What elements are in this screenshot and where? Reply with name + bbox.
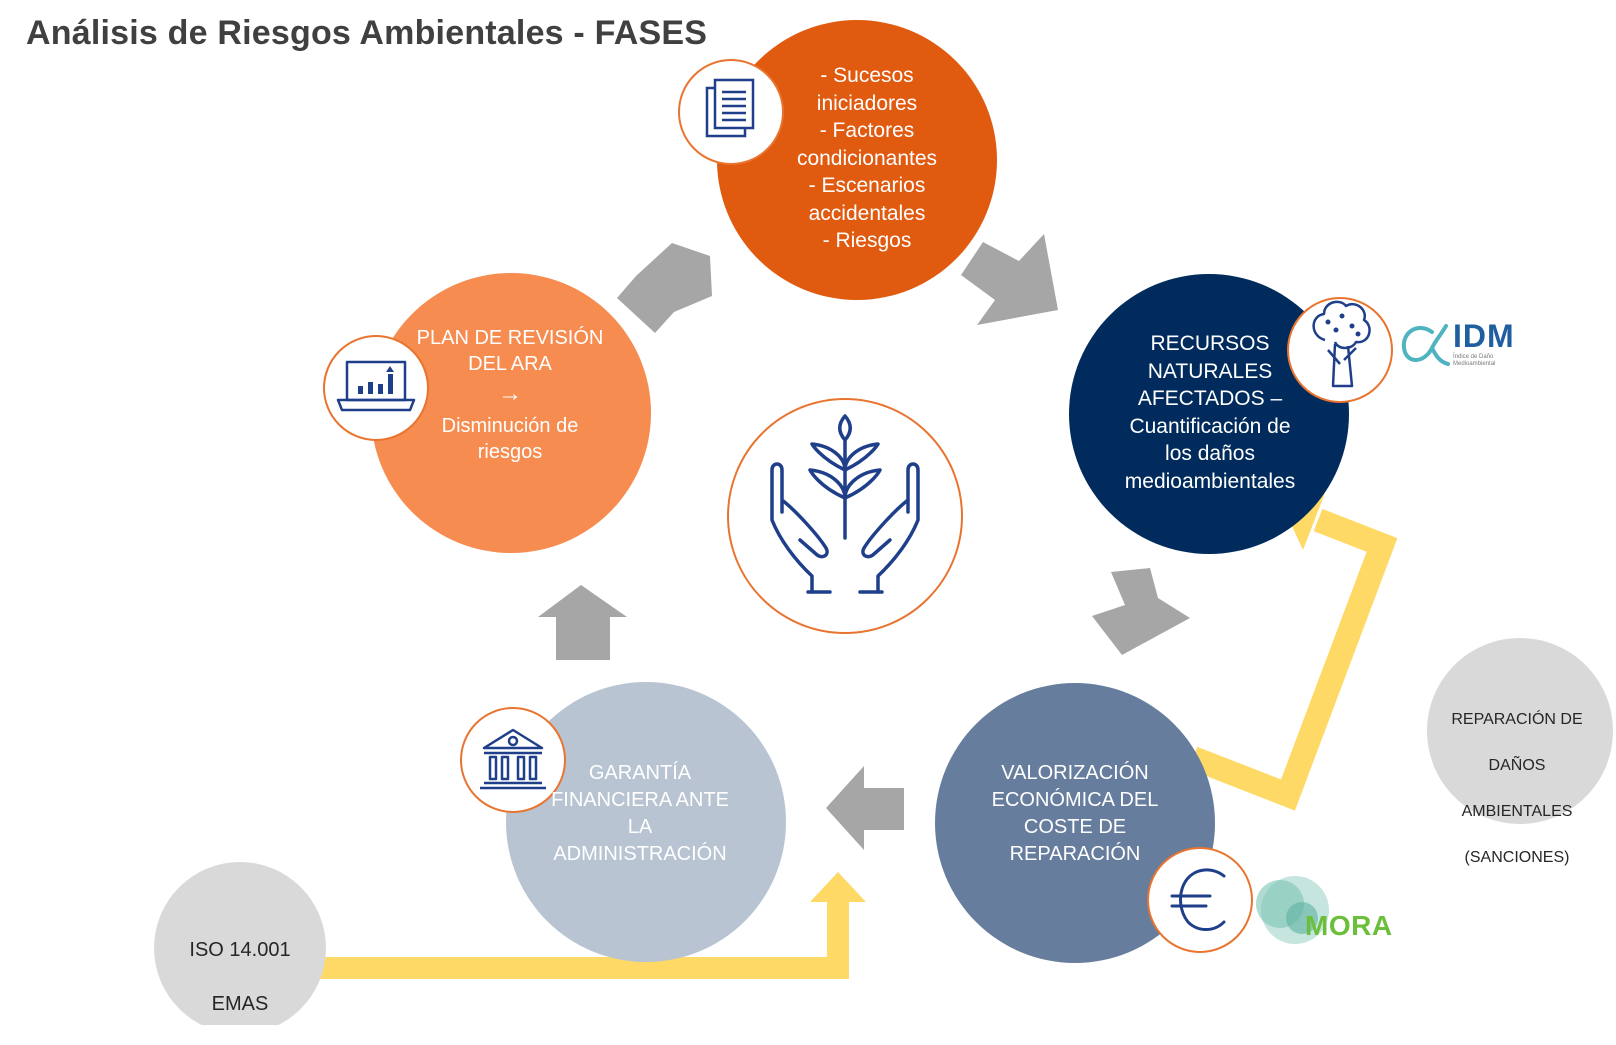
phase-right-line: medioambientales <box>1124 469 1296 493</box>
phase-circle-left <box>371 273 651 553</box>
phase-top-line: condicionantes <box>796 146 938 170</box>
iso-note-line: ISO 14.001 <box>189 939 291 961</box>
idm-logo-text: IDM <box>1453 318 1515 354</box>
phase-right-line: RECURSOS <box>1150 332 1270 355</box>
phase-right-line: NATURALES <box>1147 359 1273 383</box>
phase-left-sub: Disminución de <box>441 415 579 437</box>
grey-arrow-right-down <box>1092 568 1190 655</box>
grey-arrow-top-left <box>617 243 712 333</box>
page-title: Análisis de Riesgos Ambientales - FASES <box>26 14 708 52</box>
phase-bottom-right-line: VALORIZACIÓN <box>1001 762 1149 784</box>
phase-circle-bottom-left <box>506 682 786 962</box>
phase-right-line: Cuantificación de <box>1129 414 1291 438</box>
phase-right-line: los daños <box>1165 442 1255 465</box>
iso-note-line: EMAS <box>211 993 269 1015</box>
phase-bottom-right-text: VALORIZACIÓN ECONÓMICA DEL COSTE DE REPA… <box>960 760 1190 868</box>
phase-bottom-left-line: FINANCIERA ANTE <box>551 789 729 811</box>
reparacion-circle <box>1427 638 1613 824</box>
reparacion-note-line: (SANCIONES) <box>1464 849 1570 866</box>
phase-top-text: - Sucesos iniciadores - Factores condici… <box>752 62 982 255</box>
phase-top-line: - Riesgos <box>822 229 912 252</box>
idm-logo-subtitle-line: Índice de Daño <box>1453 354 1494 360</box>
phase-bottom-right-line: COSTE DE <box>1023 816 1127 838</box>
phase-left-sub: riesgos <box>477 441 543 463</box>
reparacion-note-line: AMBIENTALES <box>1461 803 1573 820</box>
yellow-arrow-iso <box>300 872 866 979</box>
phase-circle-right <box>1069 274 1349 554</box>
grey-arrow-bottom <box>826 766 904 850</box>
grey-arrow-left-up <box>538 585 627 660</box>
phase-bottom-left-line: ADMINISTRACIÓN <box>553 843 727 865</box>
phase-top-line: accidentales <box>808 201 926 225</box>
phase-bottom-left-line: LA <box>627 816 653 838</box>
bank-icon <box>460 707 566 813</box>
phase-top-line: - Sucesos <box>820 64 914 87</box>
phase-left-heading: DEL ARA <box>468 353 552 375</box>
phase-left-text: PLAN DE REVISIÓN DEL ARA → Disminución d… <box>400 325 620 465</box>
idm-logo-symbol <box>1401 324 1450 366</box>
phase-top-line: iniciadores <box>816 91 918 115</box>
euro-icon <box>1147 847 1253 953</box>
reparacion-note-line: DAÑOS <box>1488 757 1546 774</box>
reparacion-note-line: REPARACIÓN DE <box>1451 711 1583 728</box>
iso-note: ISO 14.001 EMAS <box>155 910 325 1045</box>
idm-logo-subtitle: Índice de Daño Medioambiental <box>1453 354 1495 368</box>
phase-top-line: - Factores <box>819 119 915 142</box>
iso-circle <box>154 862 326 1025</box>
grey-arrow-top-right <box>961 234 1058 325</box>
document-icon <box>678 59 784 165</box>
phase-right-line: AFECTADOS – <box>1137 387 1283 410</box>
mora-logo-symbol <box>1256 876 1329 944</box>
phase-right-text: RECURSOS NATURALES AFECTADOS – Cuantific… <box>1095 330 1325 495</box>
phase-circle-top <box>717 20 997 300</box>
phase-bottom-left-line: GARANTÍA <box>588 762 692 784</box>
tree-icon <box>1287 297 1393 403</box>
right-arrow-icon: → <box>498 380 522 407</box>
phase-bottom-right-line: REPARACIÓN <box>1009 843 1141 865</box>
reparacion-note: REPARACIÓN DE DAÑOS AMBIENTALES (SANCION… <box>1432 685 1602 892</box>
mora-logo-text: MORA <box>1305 910 1393 941</box>
phase-bottom-right-line: ECONÓMICA DEL <box>991 789 1159 811</box>
phase-circle-bottom-right <box>935 683 1215 963</box>
phase-top-line: - Escenarios <box>808 174 926 197</box>
phase-bottom-left-text: GARANTÍA FINANCIERA ANTE LA ADMINISTRACI… <box>540 760 740 868</box>
phase-left-heading: PLAN DE REVISIÓN <box>416 327 604 349</box>
idm-logo-subtitle-line: Medioambiental <box>1453 361 1496 367</box>
hands-plant-icon <box>727 398 963 634</box>
laptop-chart-icon <box>323 335 429 441</box>
